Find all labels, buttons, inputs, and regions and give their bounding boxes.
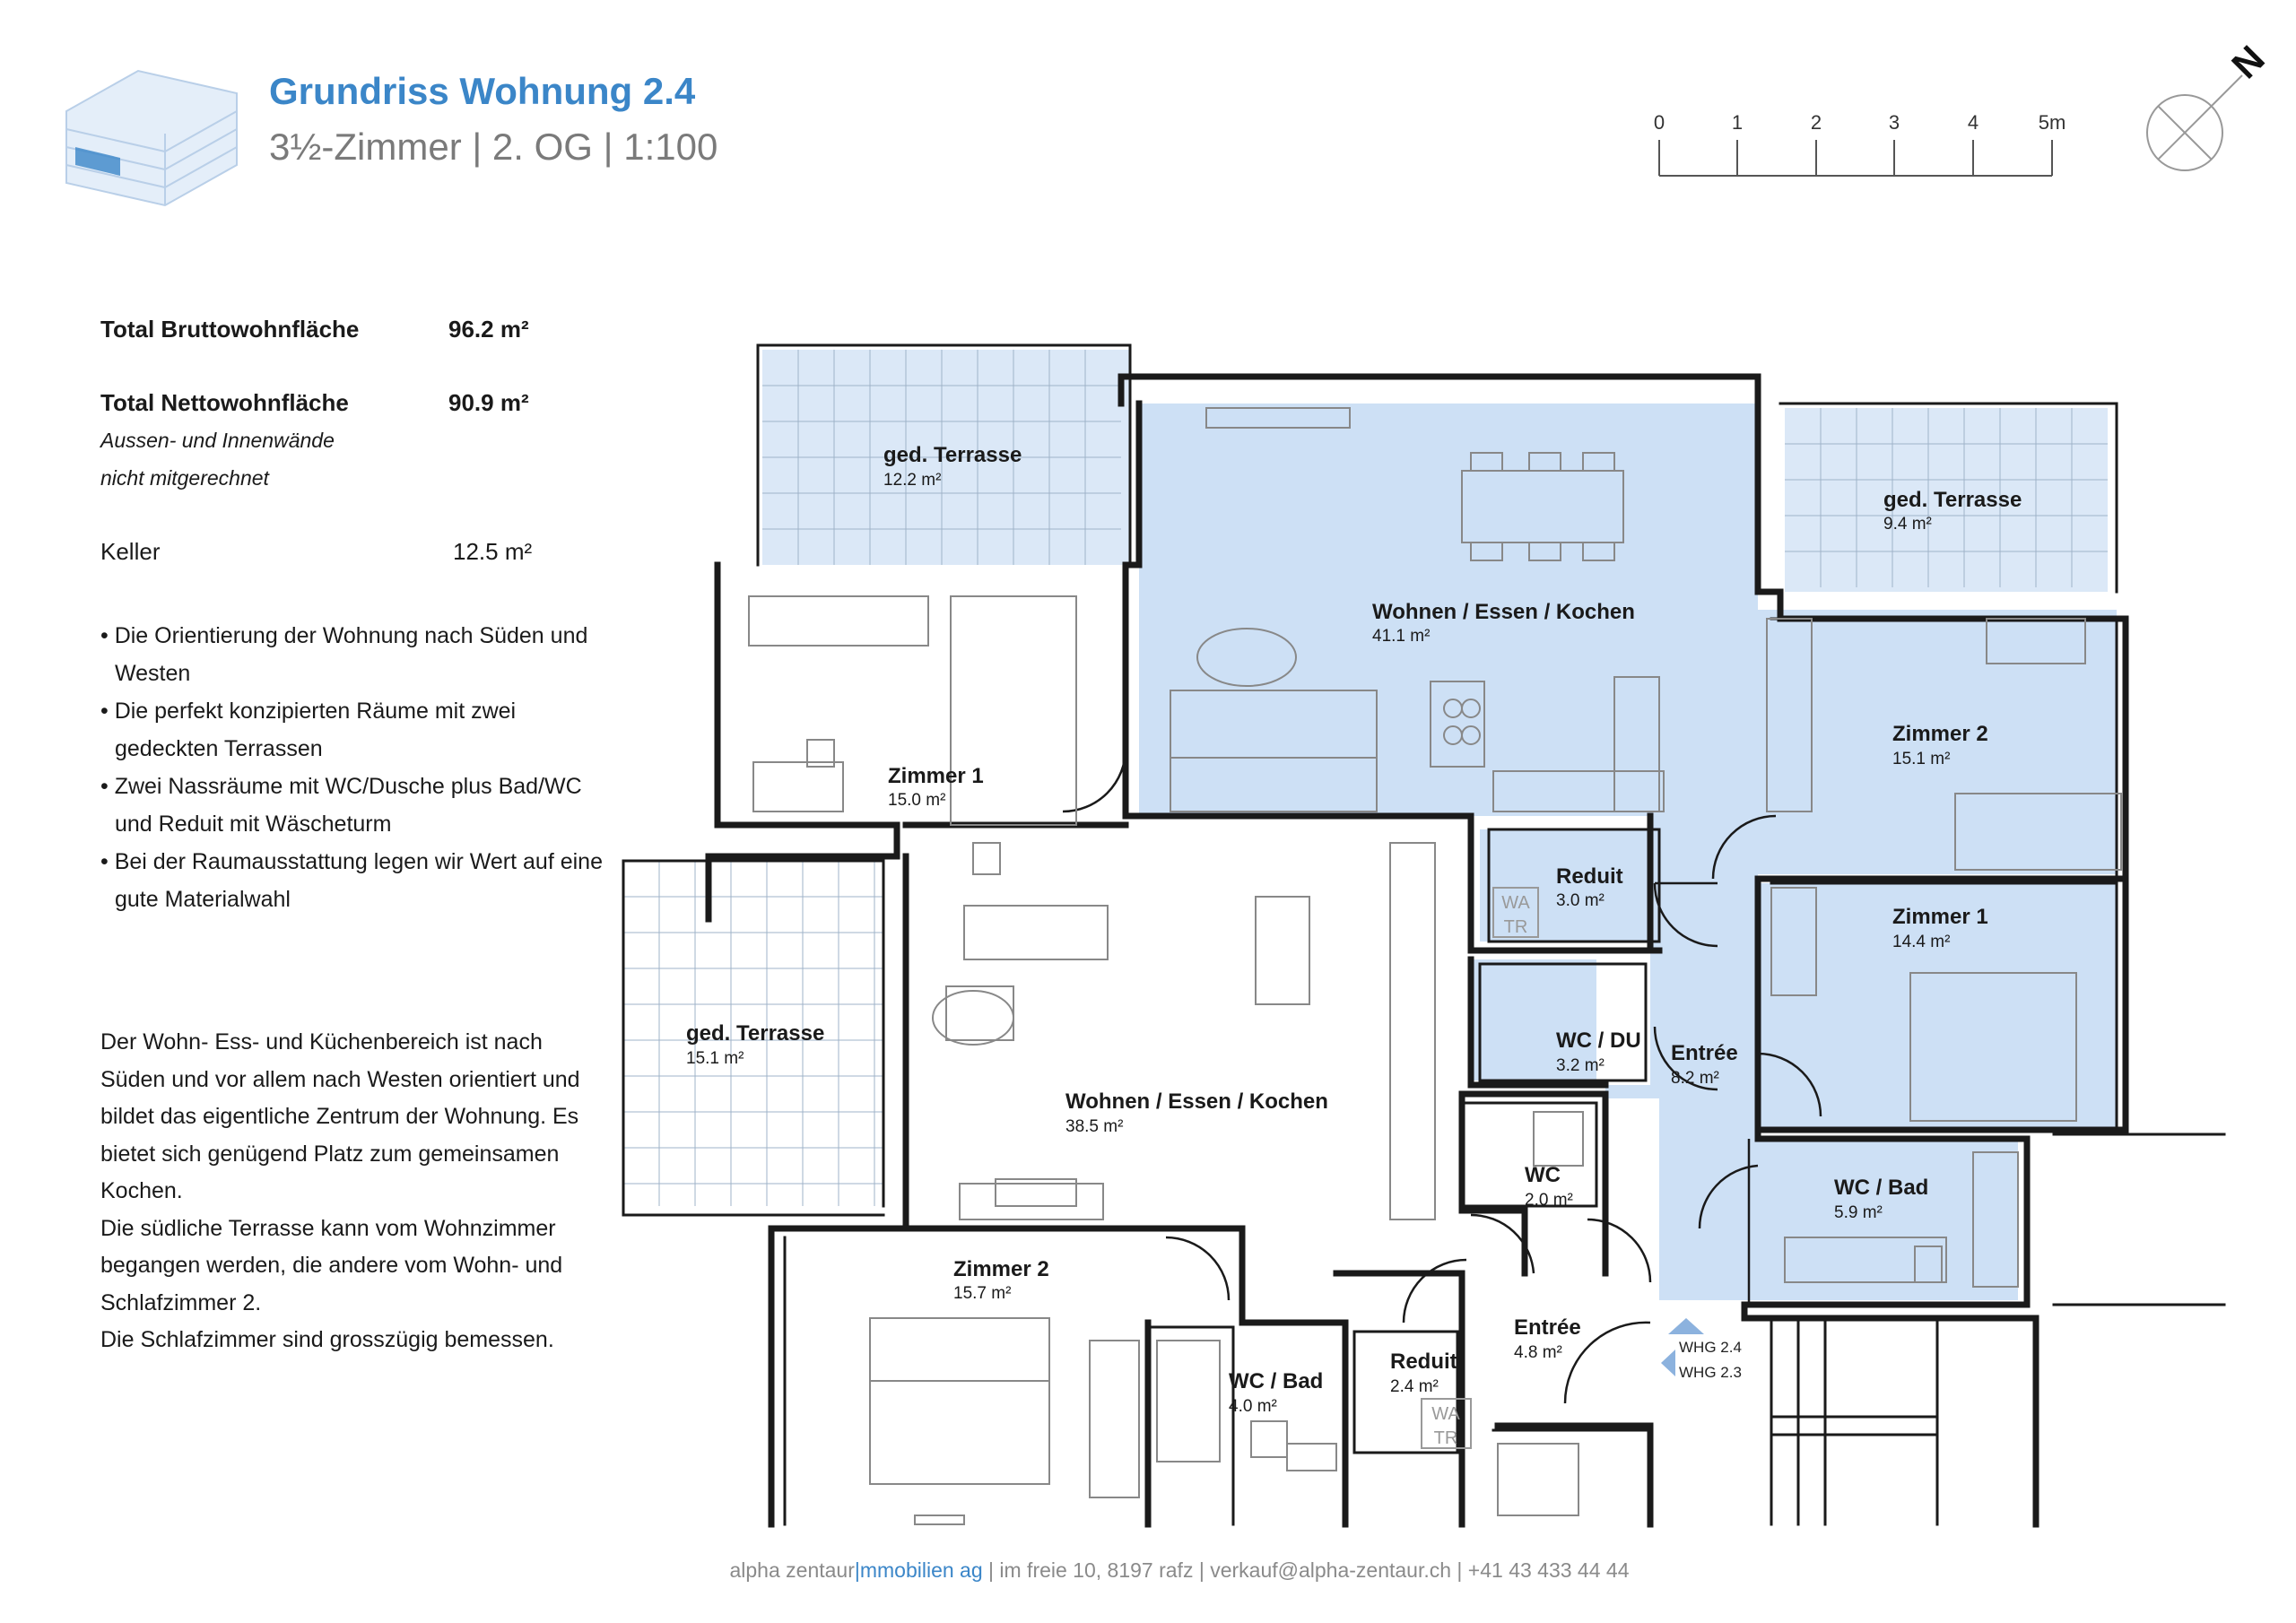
footer-company-suffix: |mmobilien ag (854, 1558, 983, 1582)
building-isometric-icon (65, 69, 238, 207)
room-name: Wohnen / Essen / Kochen (1372, 600, 1635, 624)
feature-item: • Bei der Raumausstattung legen wir Wert… (100, 849, 603, 912)
room-area: 8.2 m² (1671, 1069, 1719, 1088)
room-name: WC (1525, 1163, 1561, 1187)
room-area: 14.4 m² (1892, 933, 1950, 951)
tr-label: TR (1434, 1428, 1458, 1448)
room-name: ged. Terrasse (883, 443, 1022, 467)
room-name: Entrée (1671, 1041, 1738, 1065)
scale-tick: 3 (1889, 111, 1900, 134)
wa-label: WA (1431, 1404, 1460, 1424)
room-area: 4.0 m² (1229, 1397, 1277, 1416)
room-name: WC / Bad (1834, 1176, 1928, 1200)
room-area: 15.0 m² (888, 791, 945, 810)
netto-value: 90.9 m² (448, 389, 529, 416)
scale-tick: 4 (1968, 111, 1979, 134)
brutto-value: 96.2 m² (448, 316, 529, 343)
room-name: Wohnen / Essen / Kochen (1065, 1089, 1328, 1114)
feature-item: • Die Orientierung der Wohnung nach Süde… (100, 623, 588, 686)
entrance-marker-icon (1661, 1350, 1675, 1376)
room-name: Zimmer 2 (1892, 722, 1988, 746)
keller-label: Keller (100, 538, 161, 565)
feature-item: • Die perfekt konzipierten Räume mit zwe… (100, 699, 517, 761)
wa-label: WA (1501, 893, 1530, 913)
room-area: 5.9 m² (1834, 1203, 1883, 1222)
page-subtitle: 3½-Zimmer | 2. OG | 1:100 (269, 126, 718, 168)
tr-label: TR (1504, 917, 1528, 937)
entrance-marker-icon (1668, 1318, 1704, 1334)
netto-label: Total Nettowohnfläche (100, 389, 349, 416)
page-title: Grundriss Wohnung 2.4 (269, 70, 696, 112)
description-line: Die südliche Terrasse kann vom Wohnzimme… (100, 1215, 556, 1241)
netto-note: Aussen- und Innenwände (100, 429, 335, 452)
room-area: 2.0 m² (1525, 1191, 1573, 1210)
room-area: 38.5 m² (1065, 1117, 1123, 1136)
room-area: 41.1 m² (1372, 627, 1430, 646)
room-area: 12.2 m² (883, 471, 941, 490)
room-name: WC / Bad (1229, 1369, 1323, 1393)
description-line: Kochen. (100, 1178, 183, 1203)
description-line: Süden und vor allem nach Westen orientie… (100, 1066, 580, 1092)
scale-tick: 5m (2039, 111, 2066, 134)
room-area: 3.2 m² (1556, 1056, 1605, 1075)
room-name: Entrée (1514, 1315, 1581, 1340)
room-name: Reduit (1390, 1350, 1457, 1374)
footer: alpha zentaur|mmobilien ag | im freie 10… (0, 1558, 2296, 1583)
feature-item: • Zwei Nassräume mit WC/Dusche plus Bad/… (100, 774, 582, 837)
room-name: Zimmer 2 (953, 1257, 1049, 1281)
description: Der Wohn- Ess- und Küchenbereich ist nac… (100, 1024, 603, 1359)
netto-note: nicht mitgerechnet (100, 466, 269, 490)
feature-list: • Die Orientierung der Wohnung nach Süde… (100, 617, 621, 918)
room-name: ged. Terrasse (1883, 488, 2022, 512)
room-area: 4.8 m² (1514, 1343, 1562, 1362)
footer-company: alpha zentaur (729, 1558, 855, 1582)
scale-bar: 0 1 2 3 4 5m (1654, 111, 2066, 177)
description-line: bietet sich genügend Platz zum gemeinsam… (100, 1141, 560, 1167)
room-name: Reduit (1556, 864, 1623, 889)
room-name: ged. Terrasse (686, 1021, 824, 1046)
entrance-label: WHG 2.4 (1679, 1339, 1742, 1356)
room-name: Zimmer 1 (1892, 905, 1988, 929)
room-name: WC / DU (1556, 1028, 1641, 1053)
scale-tick: 1 (1732, 111, 1743, 134)
description-line: bildet das eigentliche Zentrum der Wohnu… (100, 1104, 579, 1129)
scale-tick: 0 (1654, 111, 1665, 134)
room-area: 3.0 m² (1556, 891, 1605, 910)
room-name: Zimmer 1 (888, 764, 984, 788)
description-line: Die Schlafzimmer sind grosszügig bemesse… (100, 1327, 554, 1352)
room-area: 15.7 m² (953, 1284, 1011, 1303)
north-arrow-icon: N (2146, 45, 2273, 171)
description-line: begangen werden, die andere vom Wohn- un… (100, 1253, 563, 1278)
room-area: 15.1 m² (1892, 750, 1950, 768)
keller-value: 12.5 m² (453, 538, 533, 565)
entrance-label: WHG 2.3 (1679, 1364, 1742, 1381)
description-line: Der Wohn- Ess- und Küchenbereich ist nac… (100, 1029, 543, 1055)
scale-tick: 2 (1811, 111, 1822, 134)
footer-contact: | im freie 10, 8197 rafz | verkauf@alpha… (982, 1558, 1630, 1582)
brutto-label: Total Bruttowohnfläche (100, 316, 360, 343)
description-line: Schlafzimmer 2. (100, 1289, 262, 1315)
room-area: 15.1 m² (686, 1049, 744, 1068)
room-area: 9.4 m² (1883, 515, 1932, 534)
room-area: 2.4 m² (1390, 1377, 1439, 1396)
